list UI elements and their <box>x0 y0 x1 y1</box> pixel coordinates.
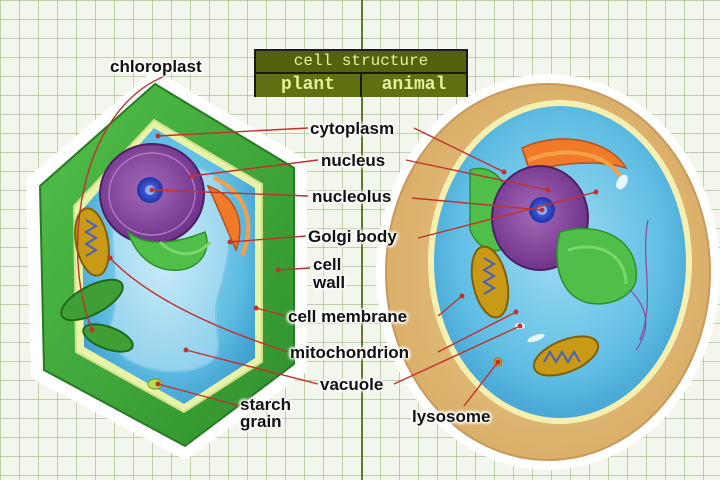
label-mitochondrion: mitochondrion <box>290 343 409 362</box>
animal-cell <box>376 74 720 470</box>
plant-cell <box>26 71 307 459</box>
label-nucleus: nucleus <box>321 151 386 170</box>
label-cell-wall-line2: wall <box>313 273 346 292</box>
label-golgi-body: Golgi body <box>308 227 397 246</box>
leader-lines <box>76 75 597 407</box>
label-cell-membrane: cell membrane <box>288 307 408 326</box>
title-box: cell structure plant animal <box>254 49 468 97</box>
label-cell-wall-line1: cell <box>313 255 342 274</box>
label-nucleolus: nucleolus <box>312 187 392 206</box>
tab-row: plant animal <box>256 74 466 97</box>
label-vacuole: vacuole <box>320 375 384 394</box>
leader-dots <box>89 133 599 387</box>
label-cytoplasm: cytoplasm <box>310 119 395 138</box>
tab-plant[interactable]: plant <box>256 74 360 97</box>
label-lysosome: lysosome <box>412 407 491 426</box>
tab-animal[interactable]: animal <box>360 74 466 97</box>
diagram-title: cell structure <box>256 51 466 74</box>
label-starch-grain-line1: starch <box>240 395 292 414</box>
label-chloroplast: chloroplast <box>110 57 202 76</box>
label-starch-grain-line2: grain <box>240 412 282 431</box>
